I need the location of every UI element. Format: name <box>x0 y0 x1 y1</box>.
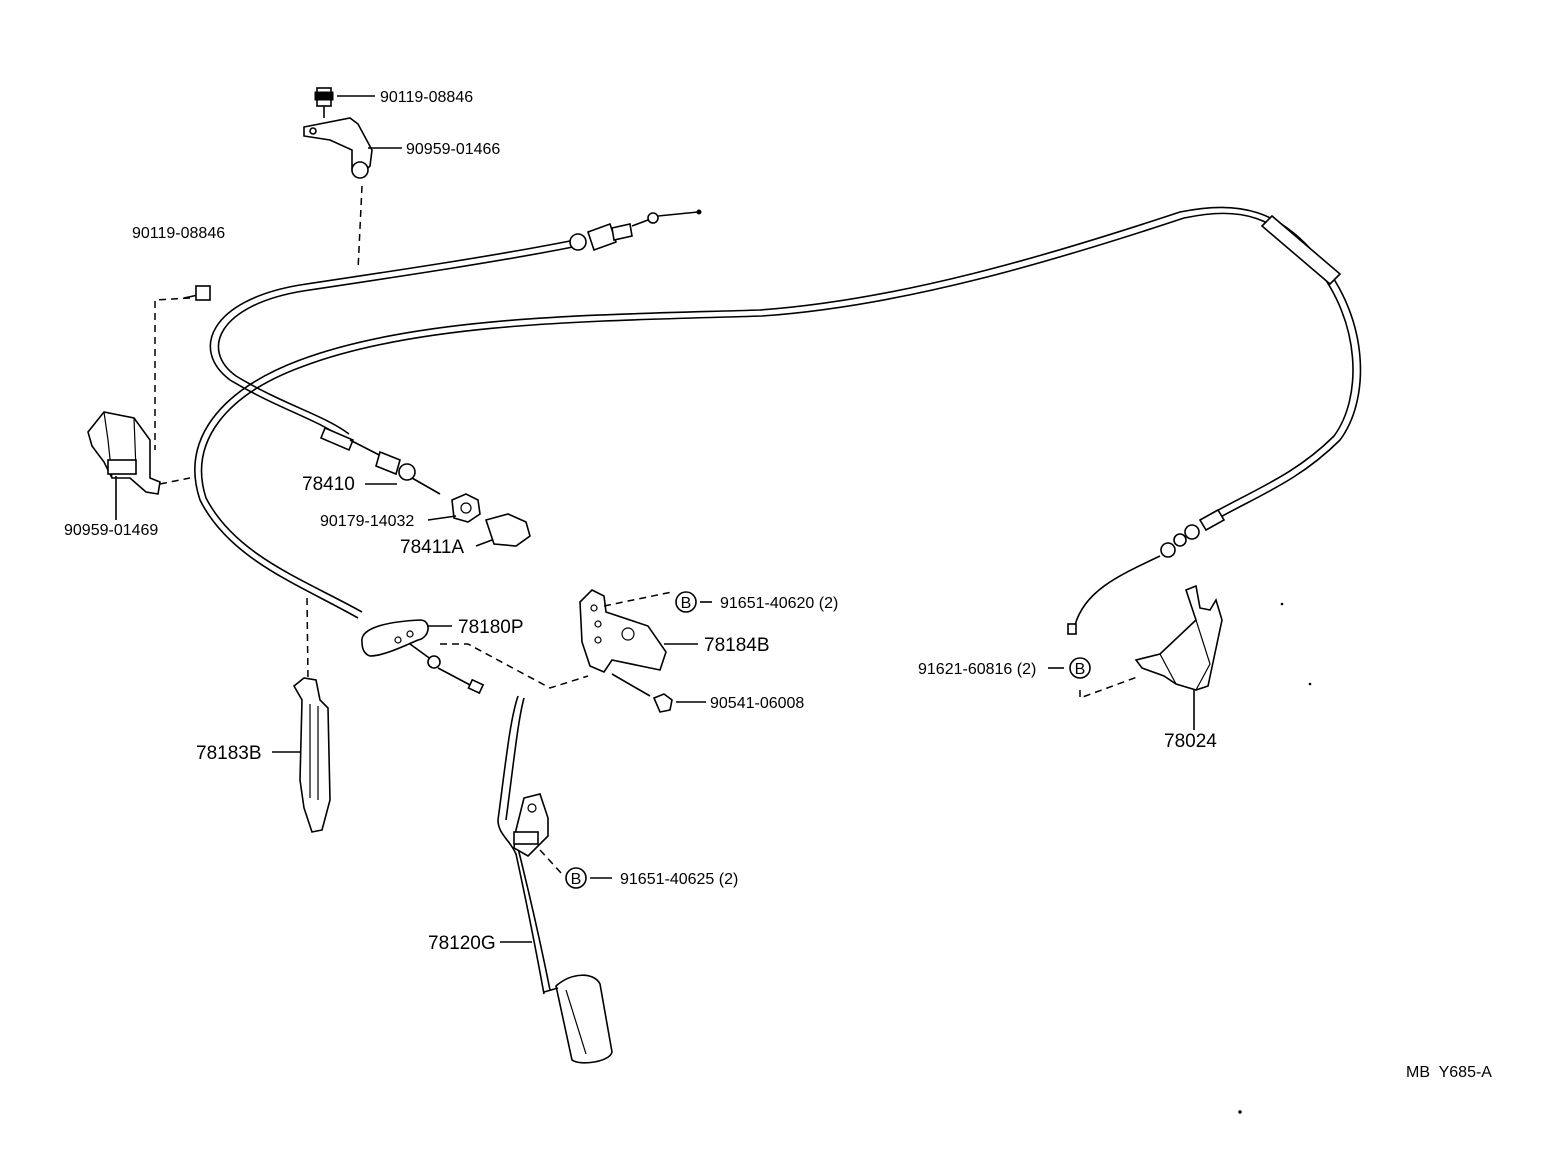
label-protector-78183b: 78183B <box>196 743 262 764</box>
circle-b-marker-1: B <box>675 591 697 613</box>
label-bracket-78184b: 78184B <box>704 635 770 656</box>
bracket-78024 <box>1079 584 1223 730</box>
label-bolt-91651-40620: 91651-40620 (2) <box>720 595 838 612</box>
leader-lines <box>272 95 1064 943</box>
label-nut-90179: 90179-14032 <box>320 513 414 530</box>
label-bracket-78024: 78024 <box>1164 731 1217 752</box>
nut-and-cap <box>451 493 531 547</box>
circle-b-marker-2: B <box>1069 657 1091 679</box>
pedal-78120g <box>497 695 613 1064</box>
bracket-top-assembly <box>303 87 373 271</box>
svg-text:B: B <box>571 871 582 888</box>
svg-text:B: B <box>681 595 692 612</box>
label-bolt-91621: 91621-60816 (2) <box>918 661 1036 678</box>
label-bolt-91651-40625: 91651-40625 (2) <box>620 871 738 888</box>
cable-end-plate <box>361 619 589 695</box>
circle-b-marker-3: B <box>565 867 587 889</box>
label-pedal-78120g: 78120G <box>428 933 496 954</box>
label-cap-78411a: 78411A <box>400 537 464 558</box>
main-cable-78180p <box>194 206 1362 635</box>
label-bracket-top: 90959-01466 <box>406 141 500 158</box>
svg-text:B: B <box>1075 661 1086 678</box>
clamp-left-assembly <box>87 285 211 520</box>
label-clamp-left: 90959-01469 <box>64 522 158 539</box>
diagram-code: MB Y685-A <box>1406 1064 1492 1081</box>
label-bolt-top: 90119-08846 <box>380 89 473 106</box>
label-cable-78180p: 78180P <box>458 617 524 638</box>
label-bolt-left: 90119-08846 <box>132 225 225 242</box>
protector-78183b <box>292 597 331 833</box>
bracket-78184b <box>579 589 673 713</box>
label-cable-78410: 78410 <box>302 474 355 495</box>
cable-78410 <box>209 209 702 495</box>
label-grommet-90541: 90541-06008 <box>710 695 804 712</box>
